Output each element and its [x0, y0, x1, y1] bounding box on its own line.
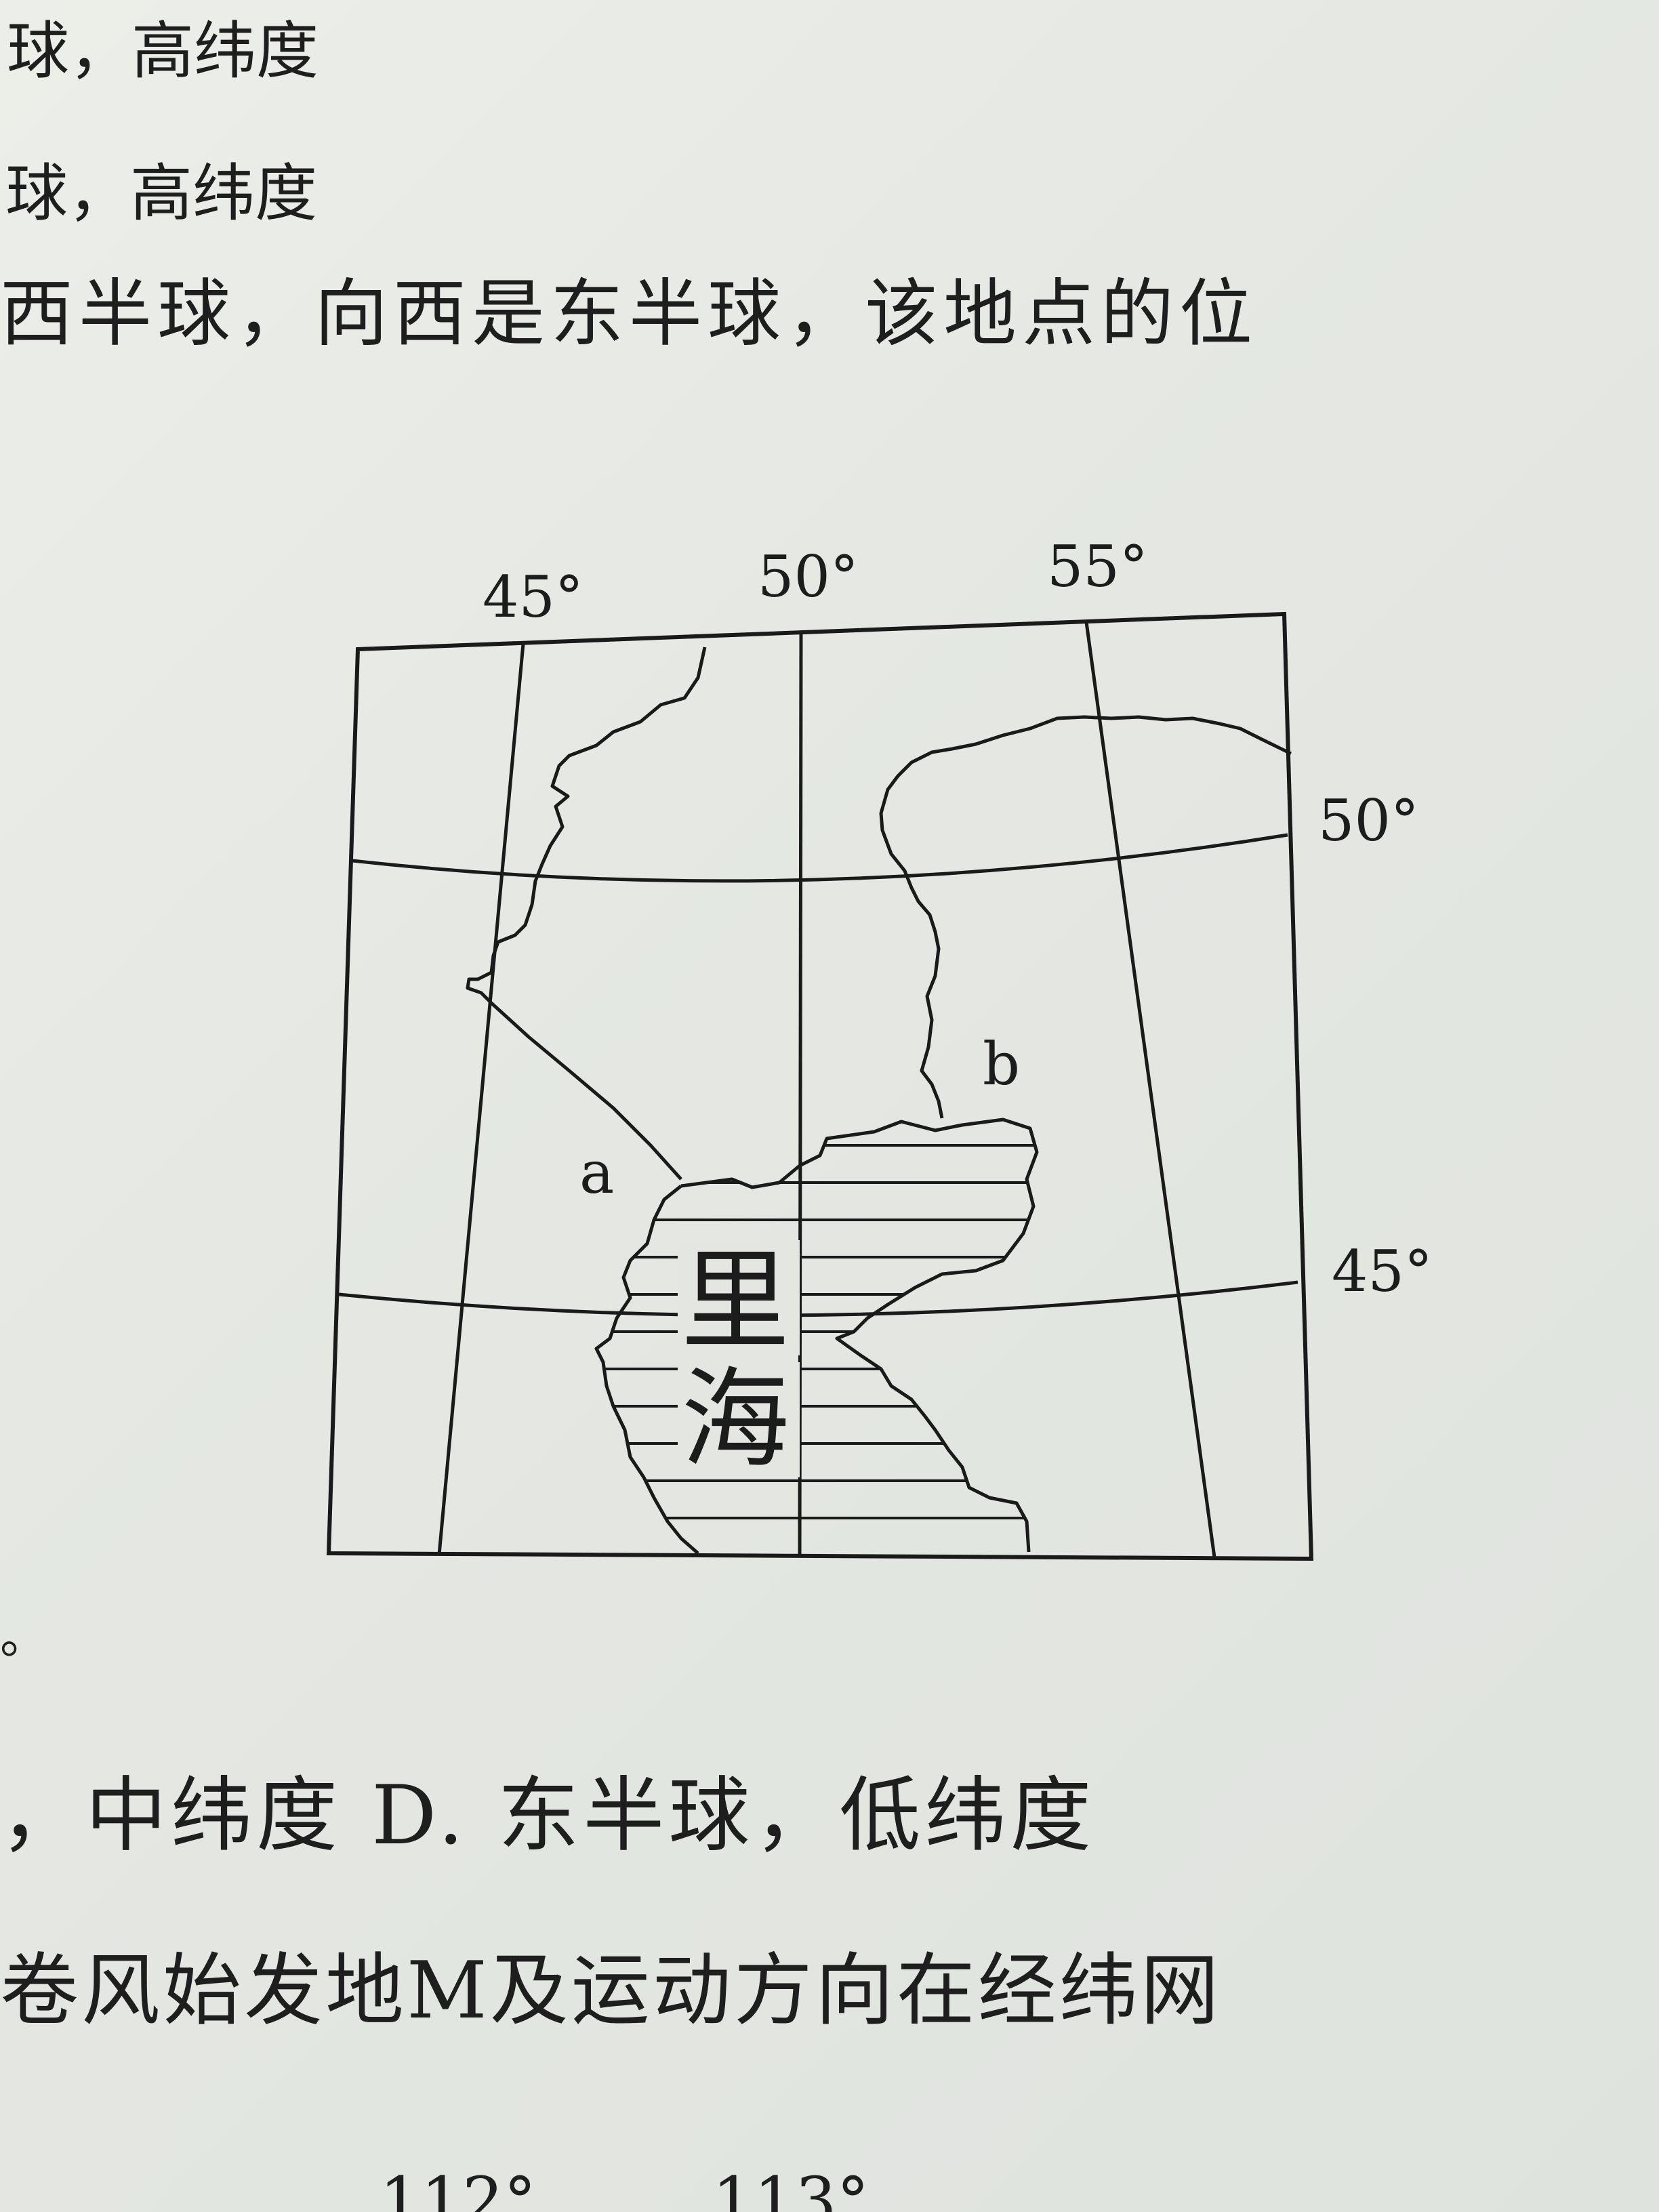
longitude-label-50: 50° [758, 544, 859, 610]
point-label-a: a [579, 1139, 614, 1207]
sea-label-backdrop-2 [678, 1362, 800, 1477]
sea-name-char-1: 里 [681, 1237, 790, 1364]
text-line: 。 [0, 1609, 47, 1664]
text-line: 球，高纬度 [7, 15, 319, 87]
point-label-b: b [983, 1031, 1020, 1099]
meridian-55 [1084, 621, 1216, 1558]
west-border-line [466, 647, 707, 1181]
parallel-45 [338, 1280, 1298, 1317]
sea-name-char-2: 海 [681, 1356, 790, 1483]
latitude-label-45: 45° [1332, 1238, 1433, 1305]
coordinate-label: 112° [380, 2163, 537, 2212]
text-line: 卷风始发地M及运动方向在经纬网 [0, 1945, 1222, 2036]
longitude-label-45: 45° [483, 564, 583, 630]
east-border-line [879, 715, 1292, 1119]
sea-hatching [596, 1144, 1037, 1519]
map-frame [326, 611, 1314, 1561]
caspian-sea-outline [594, 1118, 1039, 1555]
meridian-50 [798, 633, 803, 1556]
coordinate-label: 113° [712, 2163, 869, 2212]
text-line-partial: 112°113° [380, 2169, 1045, 2212]
parallel-50 [352, 833, 1288, 883]
text-line: ，中纬度 D. 东半球，低纬度 [0, 1769, 1096, 1863]
longitude-label-55: 55° [1047, 533, 1148, 600]
latitude-label-50: 50° [1318, 787, 1419, 854]
meridian-45 [437, 643, 525, 1555]
text-line: 西半球，向西是东半球，该地点的位 [0, 272, 1258, 356]
sea-label-backdrop-1 [678, 1240, 800, 1355]
text-line: 球，高纬度 [5, 157, 318, 230]
